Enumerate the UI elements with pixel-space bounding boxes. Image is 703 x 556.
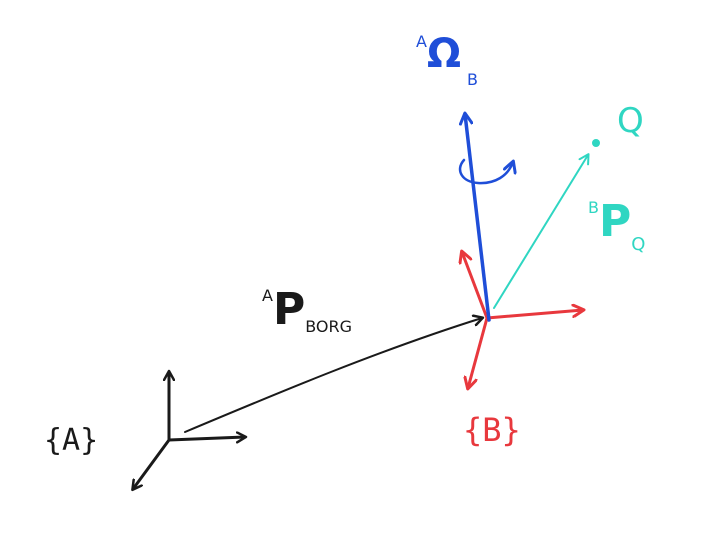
vector-borg-symbol: P [272,284,306,335]
point-q-dot [592,139,600,147]
frame-a-axis-y [167,437,245,440]
omega-symbol: Ω [426,31,461,77]
frame-b-axis-down [468,316,489,388]
position-vector-q [493,153,590,309]
frame-a-axis-x [133,438,171,489]
rotation-arrow [458,158,513,185]
frame-a-label: {A} [44,423,99,458]
omega-subscript: B [466,70,478,89]
frame-a-axes [133,372,245,489]
point-q-label: Q [617,101,644,141]
vector-borg-label: APBORG [262,286,352,335]
position-vector-borg [184,318,482,433]
omega-label: AΩB [416,31,478,88]
vector-q-subscript: Q [631,234,646,255]
frame-b-axes [462,252,583,388]
vector-borg-prefix: A [262,286,273,305]
vector-q-label: BPQ [588,198,645,254]
frame-b-label: {B} [463,411,521,449]
angular-velocity [458,114,513,322]
vector-q-symbol: P [598,196,632,247]
frame-b-axis-right [485,310,583,320]
angular-velocity-vector [465,114,491,322]
vector-q-prefix: B [588,198,599,217]
frame-b-axis-up [462,252,489,320]
vector-borg-subscript: BORG [305,317,353,336]
omega-prefix: A [416,32,427,51]
